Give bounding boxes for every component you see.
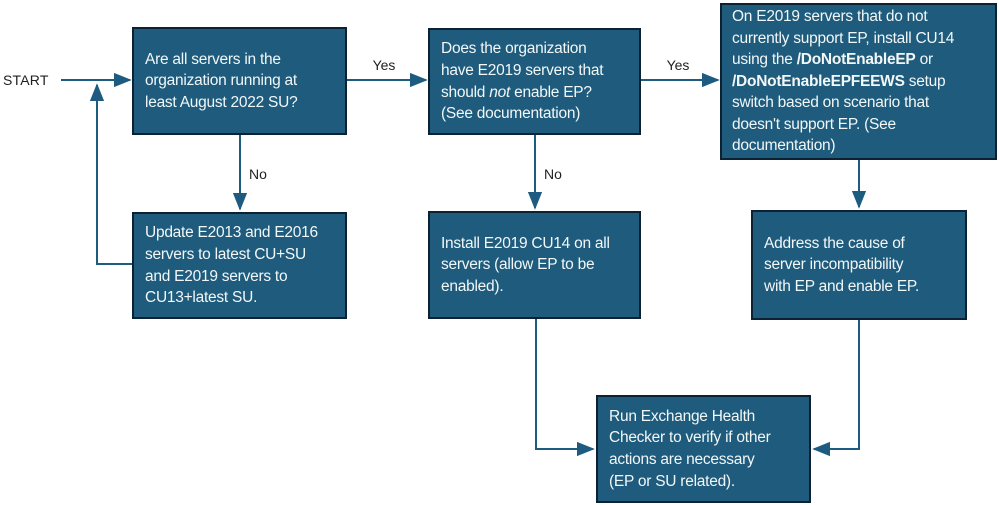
start-label: START (3, 72, 49, 88)
edge-label-yes-1: Yes (372, 57, 396, 73)
edge-install-all-to-health-checker (535, 319, 595, 457)
node-august-su-check: Are all servers in the organization runn… (132, 27, 347, 135)
node-address-incompatibility-text: Address the cause of server incompatibil… (764, 234, 920, 295)
edge-update-loopback-to-start-line (89, 83, 132, 265)
node-august-su-check-text: Are all servers in the organization runn… (145, 50, 298, 111)
node-install-cu14-noep-switch: On E2019 servers that do not currently s… (720, 3, 997, 160)
node-install-cu14-all-servers: Install E2019 CU14 on all servers (allow… (428, 211, 641, 319)
node-run-health-checker-text: Run Exchange Health Checker to verify if… (609, 407, 771, 490)
edge-label-no-1: No (249, 166, 267, 182)
node-install-cu14-all-servers-text: Install E2019 CU14 on all servers (allow… (441, 234, 610, 295)
node-update-servers-latest: Update E2013 and E2016 servers to latest… (132, 212, 347, 319)
node-install-cu14-noep-switch-text: On E2019 servers that do not currently s… (732, 7, 955, 155)
node-e2019-no-ep-question-text: Does the organization have E2019 servers… (441, 40, 604, 123)
node-update-servers-latest-text: Update E2013 and E2016 servers to latest… (145, 224, 318, 307)
edge-address-to-health-checker (812, 320, 860, 457)
edge-label-no-2: No (544, 166, 562, 182)
node-address-incompatibility: Address the cause of server incompatibil… (751, 210, 967, 320)
node-e2019-no-ep-question: Does the organization have E2019 servers… (428, 28, 641, 135)
edge-label-yes-2: Yes (666, 57, 690, 73)
node-run-health-checker: Run Exchange Health Checker to verify if… (596, 395, 811, 503)
